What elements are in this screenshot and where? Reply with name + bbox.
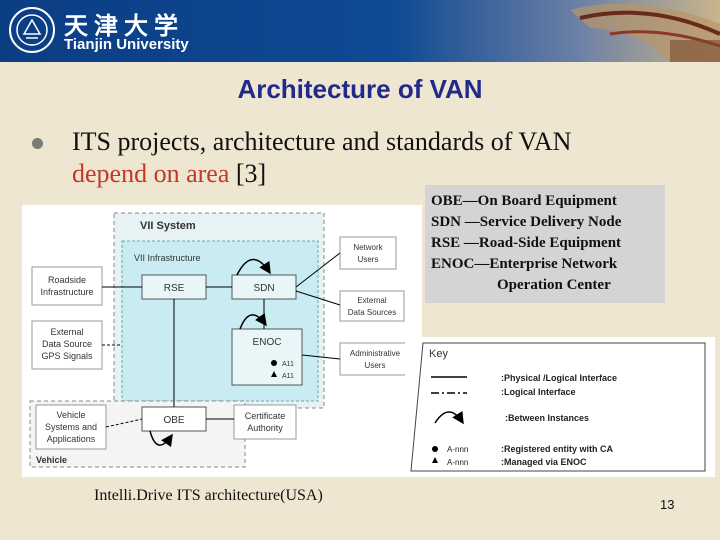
- rse-label: RSE: [164, 283, 185, 294]
- vii-infrastructure-label: VII Infrastructure: [134, 253, 201, 263]
- admin-users-label-1: Administrative: [350, 349, 401, 358]
- enoc-label: ENOC: [253, 337, 282, 348]
- diagram-caption: Intelli.Drive ITS architecture(USA): [94, 487, 323, 504]
- logo-chinese-name: 天津大学: [64, 11, 184, 40]
- network-users-label-1: Network: [353, 243, 383, 252]
- key-registered: :Registered entity with CA: [501, 444, 614, 454]
- roadside-infrastructure-box: [31, 266, 103, 306]
- architecture-diagram: VII System VII Infrastructure RSE SDN EN…: [22, 205, 422, 477]
- header-banner: 天津大学 Tianjin University: [0, 0, 720, 62]
- cert-label-2: Authority: [247, 423, 283, 433]
- bullet-highlight-text: depend on area: [72, 159, 230, 188]
- key-anmn-2: A-nnn: [447, 458, 468, 467]
- bullet-icon: [32, 138, 43, 149]
- rse-sdn-loop: [236, 258, 271, 276]
- certificate-authority-box: [233, 404, 297, 440]
- admin-users-label-2: Users: [365, 361, 386, 370]
- administrative-users-box: [339, 342, 411, 376]
- slide-title: Architecture of VAN: [237, 74, 483, 104]
- obe-loop: [149, 430, 173, 448]
- enoc-box: [231, 328, 303, 386]
- key-frame: [410, 342, 706, 472]
- sdn-enoc-loop: [239, 312, 267, 330]
- between-instances-loop: [434, 410, 464, 425]
- managed-triangle-icon-key: [432, 457, 438, 463]
- bullet-text: ITS projects, architecture and standards…: [72, 126, 672, 190]
- sdn-label: SDN: [253, 283, 274, 294]
- key-managed: :Managed via ENOC: [501, 457, 587, 467]
- legend-rse: RSE —Road-Side Equipment: [431, 235, 622, 251]
- registered-dot-icon-key: [432, 446, 438, 452]
- roadside-label-2: Infrastructure: [40, 287, 93, 297]
- key-logical: :Logical Interface: [501, 387, 576, 397]
- external-label-1: External: [50, 327, 83, 337]
- a11-label-2: A11: [282, 373, 294, 380]
- page-number: 13: [660, 497, 675, 512]
- external-data-sources-box: [339, 290, 405, 322]
- external-label-3: GPS Signals: [41, 351, 93, 361]
- external-label-2: Data Source: [42, 339, 92, 349]
- vii-system-label: VII System: [140, 220, 196, 232]
- vehicle-systems-box: [35, 404, 107, 450]
- obe-label: OBE: [163, 415, 184, 426]
- key-anmn-1: A-nnn: [447, 445, 468, 454]
- logo-english-name: Tianjin University: [64, 36, 189, 53]
- legend-enoc: ENOC—Enterprise Network: [431, 256, 618, 272]
- vehicle-systems-label-3: Applications: [47, 434, 96, 444]
- key-between: :Between Instances: [505, 413, 589, 423]
- network-users-label-2: Users: [358, 255, 379, 264]
- a11-label-1: A11: [282, 361, 294, 368]
- pavilion-roof-icon: [570, 3, 720, 62]
- acronym-legend: OBE—On Board Equipment SDN —Service Deli…: [425, 185, 665, 303]
- roadside-label-1: Roadside: [48, 275, 86, 285]
- managed-triangle-icon: [271, 371, 277, 377]
- vehicle-systems-label-2: Systems and: [45, 422, 97, 432]
- legend-enoc-cont: Operation Center: [497, 277, 611, 293]
- bullet-main-text: ITS projects, architecture and standards…: [72, 127, 572, 156]
- network-users-box: [339, 236, 397, 270]
- key-physical: :Physical /Logical Interface: [501, 373, 617, 383]
- ext-data-label-1: External: [357, 296, 387, 305]
- legend-obe: OBE—On Board Equipment: [431, 193, 617, 209]
- diagram-key: Key :Physical /Logical Interface :Logica…: [405, 337, 715, 477]
- vehicle-label: Vehicle: [36, 455, 67, 465]
- university-seal-icon: [9, 7, 55, 53]
- vehicle-systems-label-1: Vehicle: [56, 410, 85, 420]
- registered-dot-icon: [271, 360, 277, 366]
- legend-sdn: SDN —Service Delivery Node: [431, 214, 622, 230]
- key-title: Key: [429, 348, 448, 360]
- ext-data-label-2: Data Sources: [348, 308, 396, 317]
- cert-label-1: Certificate: [245, 411, 286, 421]
- bullet-reference: [3]: [229, 159, 267, 188]
